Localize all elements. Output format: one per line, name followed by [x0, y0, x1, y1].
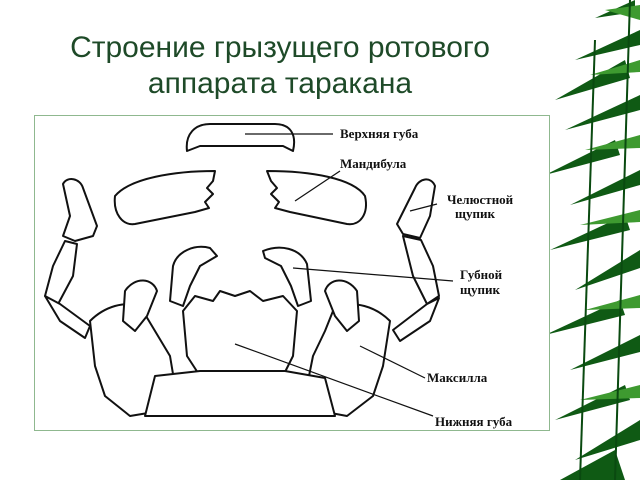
right-maxillary-palp-segment	[402, 235, 440, 305]
label-maxilla: Максилла	[427, 370, 488, 385]
leader-maxillary-palp	[409, 203, 438, 212]
label-maxillary-palp-line1: Челюстной	[447, 192, 514, 207]
left-maxillary-palp-shape	[62, 178, 98, 242]
label-lower-lip: Нижняя губа	[435, 414, 513, 429]
right-maxillary-palp-base	[392, 297, 440, 342]
title-line-1: Строение грызущего ротового	[70, 31, 490, 64]
leader-maxilla	[359, 345, 426, 379]
label-labial-palp-line1: Губной	[460, 267, 503, 282]
cockroach-mouthparts-diagram: Верхняя губа Мандибула Челюстной щупик Г…	[44, 123, 514, 429]
label-labial-palp-line2: щупик	[460, 282, 500, 297]
lower-lip-base	[144, 370, 336, 417]
bamboo-leaves-decoration	[545, 0, 640, 480]
label-upper-lip: Верхняя губа	[340, 126, 419, 141]
diagram-frame: Верхняя губа Мандибула Челюстной щупик Г…	[34, 115, 550, 431]
upper-lip-shape	[185, 123, 295, 152]
slide-title: Строение грызущего ротового аппарата тар…	[0, 30, 560, 102]
title-line-2: аппарата таракана	[147, 67, 413, 100]
leader-mandible	[294, 170, 341, 202]
label-maxillary-palp-line2: щупик	[455, 206, 495, 221]
right-maxilla-lacinia	[324, 279, 360, 332]
left-labial-palp-shape	[169, 246, 218, 307]
left-mandible-shape	[113, 170, 216, 226]
right-labial-palp-shape	[262, 246, 312, 307]
left-maxilla-lacinia	[122, 279, 158, 332]
right-mandible-shape	[266, 170, 367, 226]
leader-labial-palp	[292, 267, 454, 282]
left-maxillary-palp-base	[44, 295, 91, 339]
right-maxillary-palp-shape	[396, 178, 436, 239]
leader-lower-lip	[234, 343, 434, 417]
label-mandible: Мандибула	[340, 156, 407, 171]
left-maxillary-palp-segment	[44, 240, 78, 307]
lower-lip-shape	[182, 290, 298, 377]
